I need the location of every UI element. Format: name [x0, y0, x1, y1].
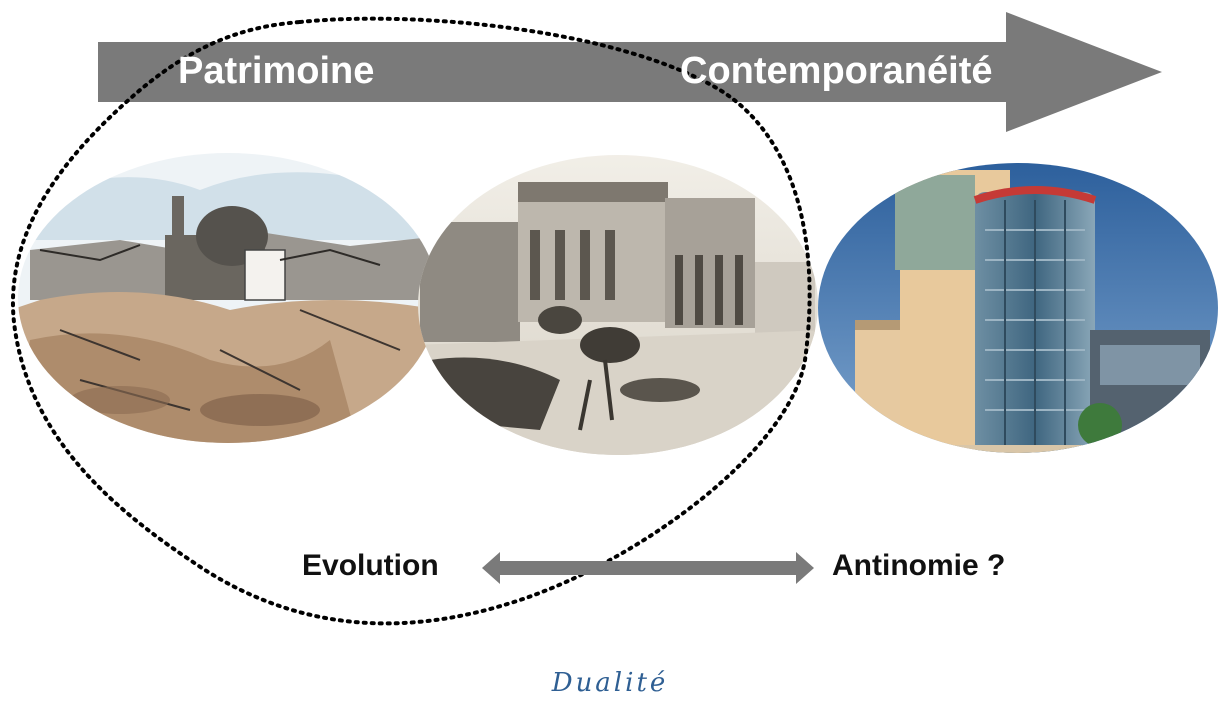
contemporaneite-label: Contemporanéité — [680, 50, 993, 92]
main-arrow-shape — [98, 12, 1162, 132]
figure-caption: Dualité — [551, 668, 669, 698]
evolution-label: Evolution — [302, 549, 439, 582]
patrimoine-label: Patrimoine — [178, 50, 375, 92]
relation-double-arrow — [482, 552, 814, 584]
antinomie-label: Antinomie ? — [832, 549, 1006, 582]
modern-tower-image — [818, 163, 1218, 453]
sketch-old-medina-image — [18, 153, 438, 443]
colonial-building-image — [418, 155, 818, 455]
grouping-dotted-outline — [11, 16, 812, 626]
